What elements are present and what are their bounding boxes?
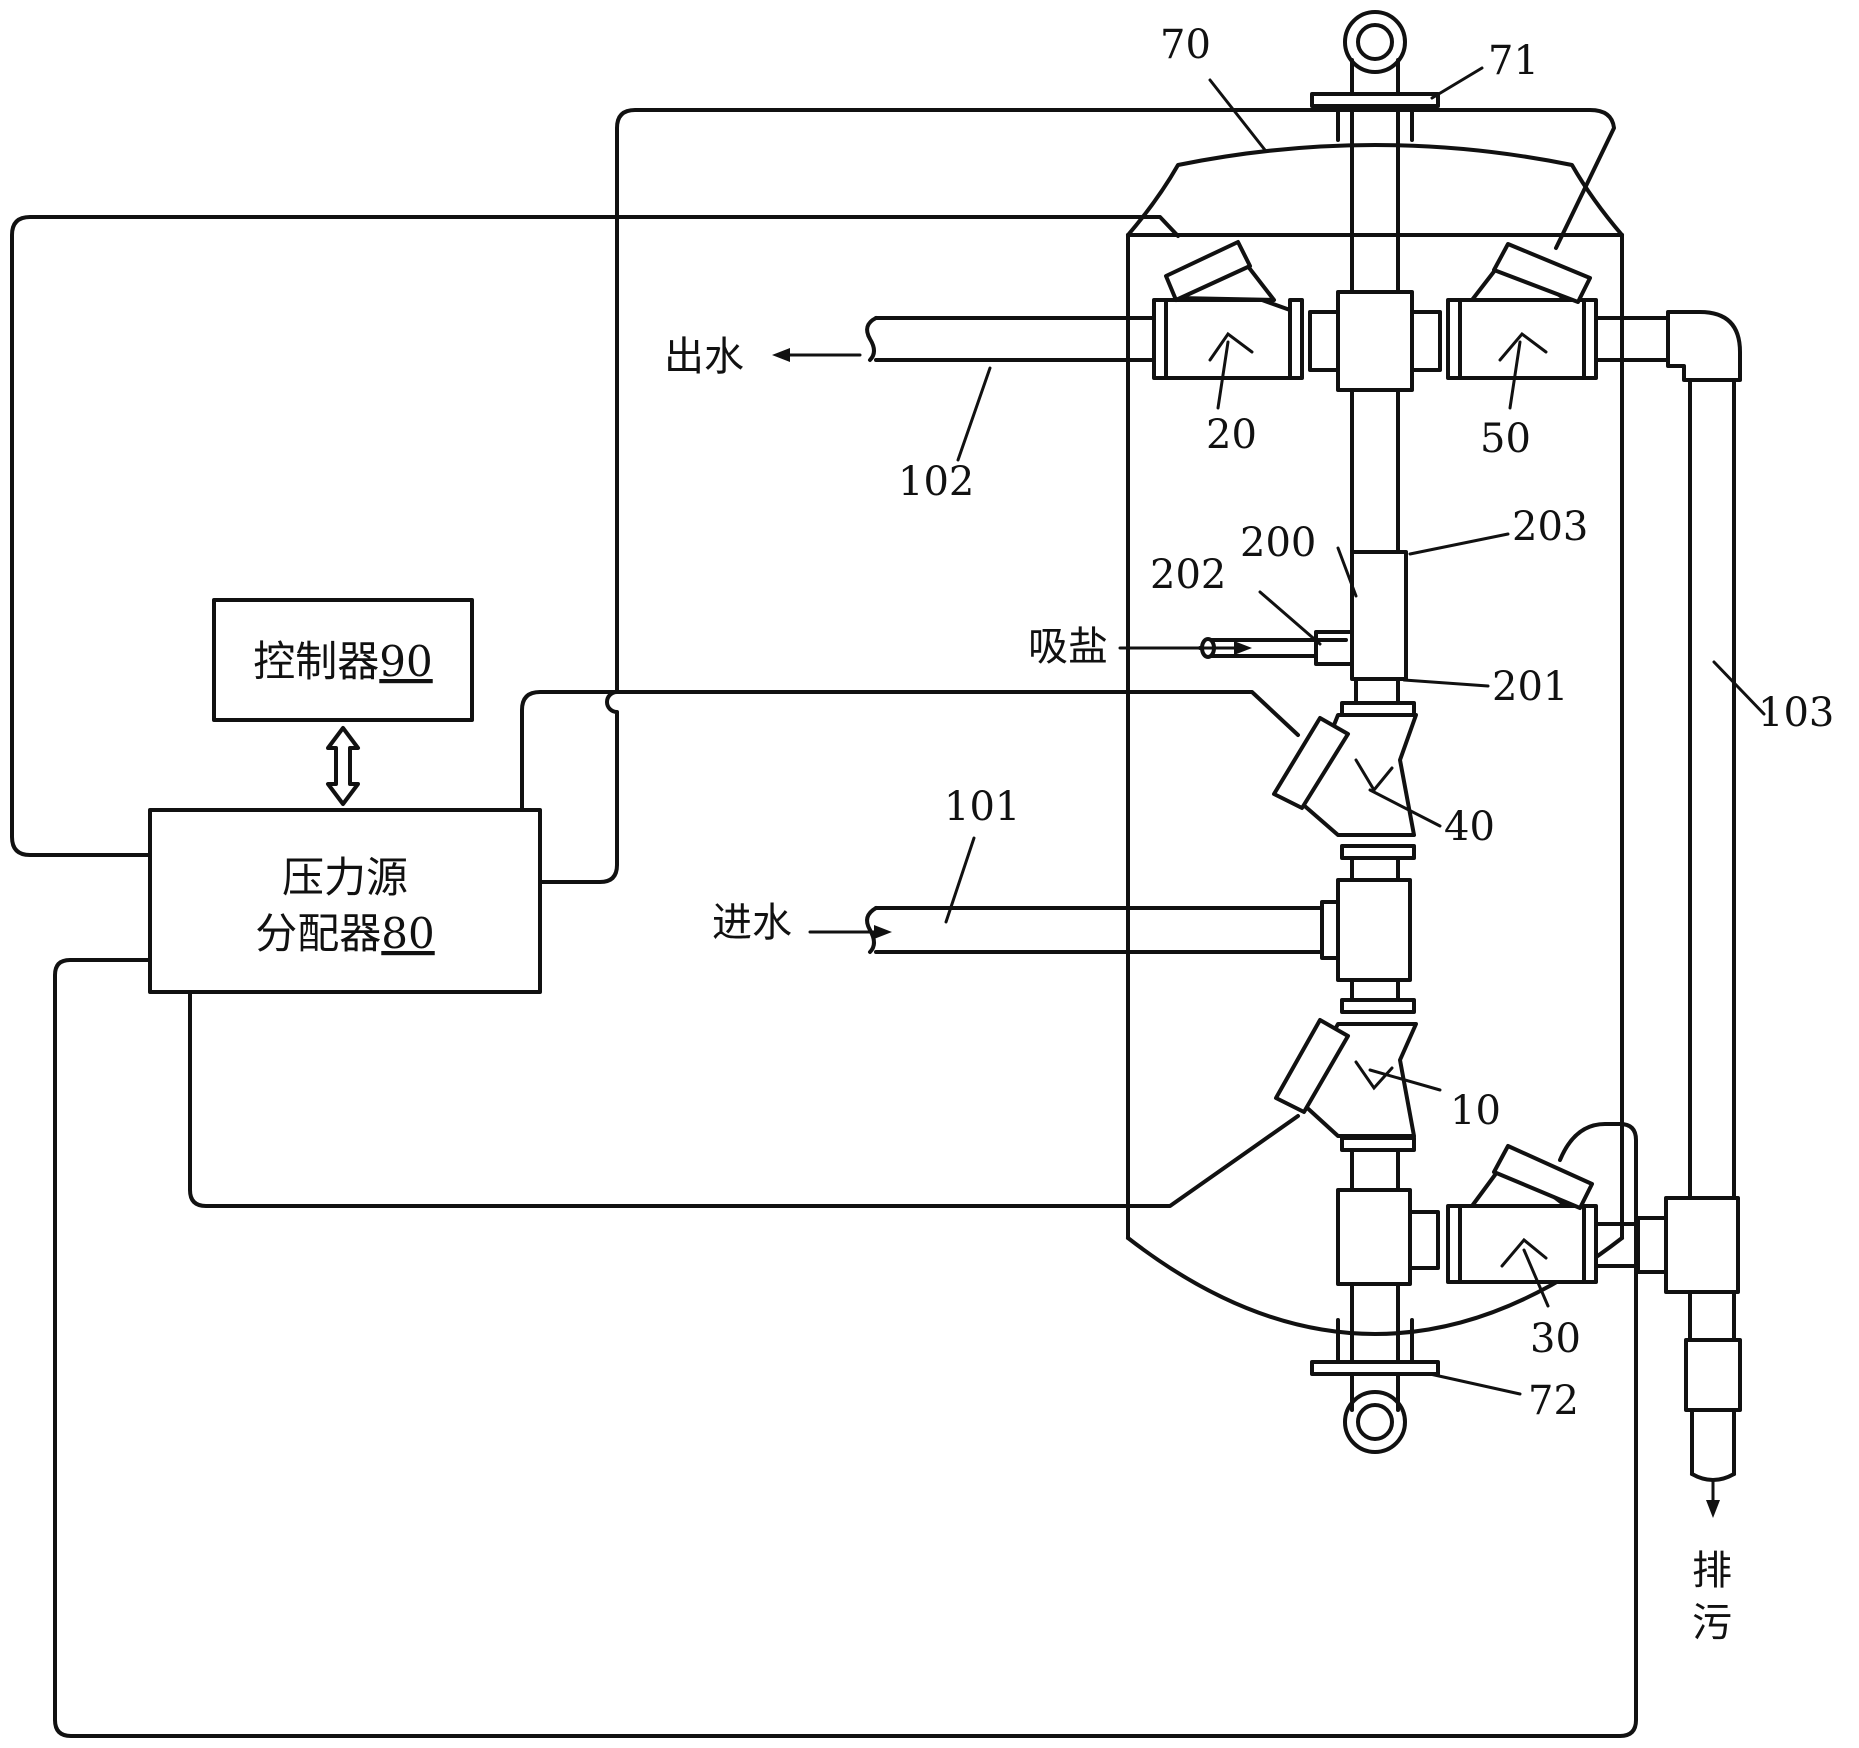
valve-40	[1272, 713, 1418, 837]
flow-arrows	[772, 348, 1252, 939]
ref-70: 70	[1160, 22, 1211, 68]
ref-203: 203	[1512, 504, 1588, 550]
distributor-line1: 压力源	[282, 853, 408, 902]
inlet-branch	[865, 906, 1324, 954]
label-drain-1: 排	[1692, 1548, 1732, 1594]
tank	[1126, 143, 1624, 1336]
ref-101: 101	[944, 784, 1020, 830]
svg-text:分配器80: 分配器80	[255, 909, 434, 958]
ref-10: 10	[1450, 1088, 1501, 1134]
ref-201: 201	[1492, 664, 1568, 710]
ref-71: 71	[1488, 38, 1539, 84]
ref-20: 20	[1206, 412, 1257, 458]
ref-103: 103	[1758, 690, 1834, 736]
ref-202: 202	[1150, 552, 1226, 598]
label-drain-2: 污	[1692, 1600, 1732, 1646]
top-flange	[1310, 92, 1440, 108]
label-salt-suction: 吸盐	[1028, 624, 1108, 670]
flow-labels: 出水 进水 吸盐 排 污	[664, 334, 1732, 1646]
regen-drain-branch	[1446, 1144, 1640, 1284]
central-pipe	[1198, 10, 1442, 1454]
control-lines	[10, 108, 1638, 1738]
controller-distributor-arrow	[326, 726, 360, 806]
backwash-branch	[1446, 242, 1742, 382]
inlet-tee	[1336, 878, 1412, 982]
ref-200: 200	[1240, 520, 1316, 566]
leader-lines	[944, 66, 1766, 1396]
valve-10	[1274, 1018, 1418, 1138]
bottom-cross-fitting	[1336, 1188, 1412, 1286]
injector-body	[1350, 550, 1408, 681]
valve-20	[1164, 240, 1292, 380]
distributor-ref: 80	[381, 909, 434, 958]
controller-ref: 90	[379, 637, 432, 686]
distributor-name: 分配器	[255, 909, 381, 958]
controller-name: 控制器	[253, 637, 379, 686]
ref-40: 40	[1444, 804, 1495, 850]
label-inlet: 进水	[712, 900, 792, 946]
ref-50: 50	[1480, 416, 1531, 462]
ref-102: 102	[898, 459, 974, 505]
pressure-distributor-box: 压力源 分配器80	[148, 808, 542, 994]
top-cross-fitting	[1336, 290, 1414, 392]
ref-72: 72	[1528, 1378, 1579, 1424]
outlet-branch	[865, 240, 1304, 380]
label-outlet: 出水	[664, 334, 744, 380]
bottom-flange	[1310, 1360, 1440, 1376]
reference-numbers: 70 71 102 20 50 200 203 202 201 40 101 1…	[898, 22, 1834, 1424]
svg-text:控制器90: 控制器90	[253, 637, 432, 686]
ref-30: 30	[1530, 1316, 1581, 1362]
valve-30	[1458, 1144, 1594, 1284]
injector-nozzle	[1314, 630, 1354, 666]
drain-pipe	[1636, 378, 1742, 1518]
valve-50	[1458, 242, 1592, 380]
controller-box: 控制器90	[212, 598, 474, 722]
